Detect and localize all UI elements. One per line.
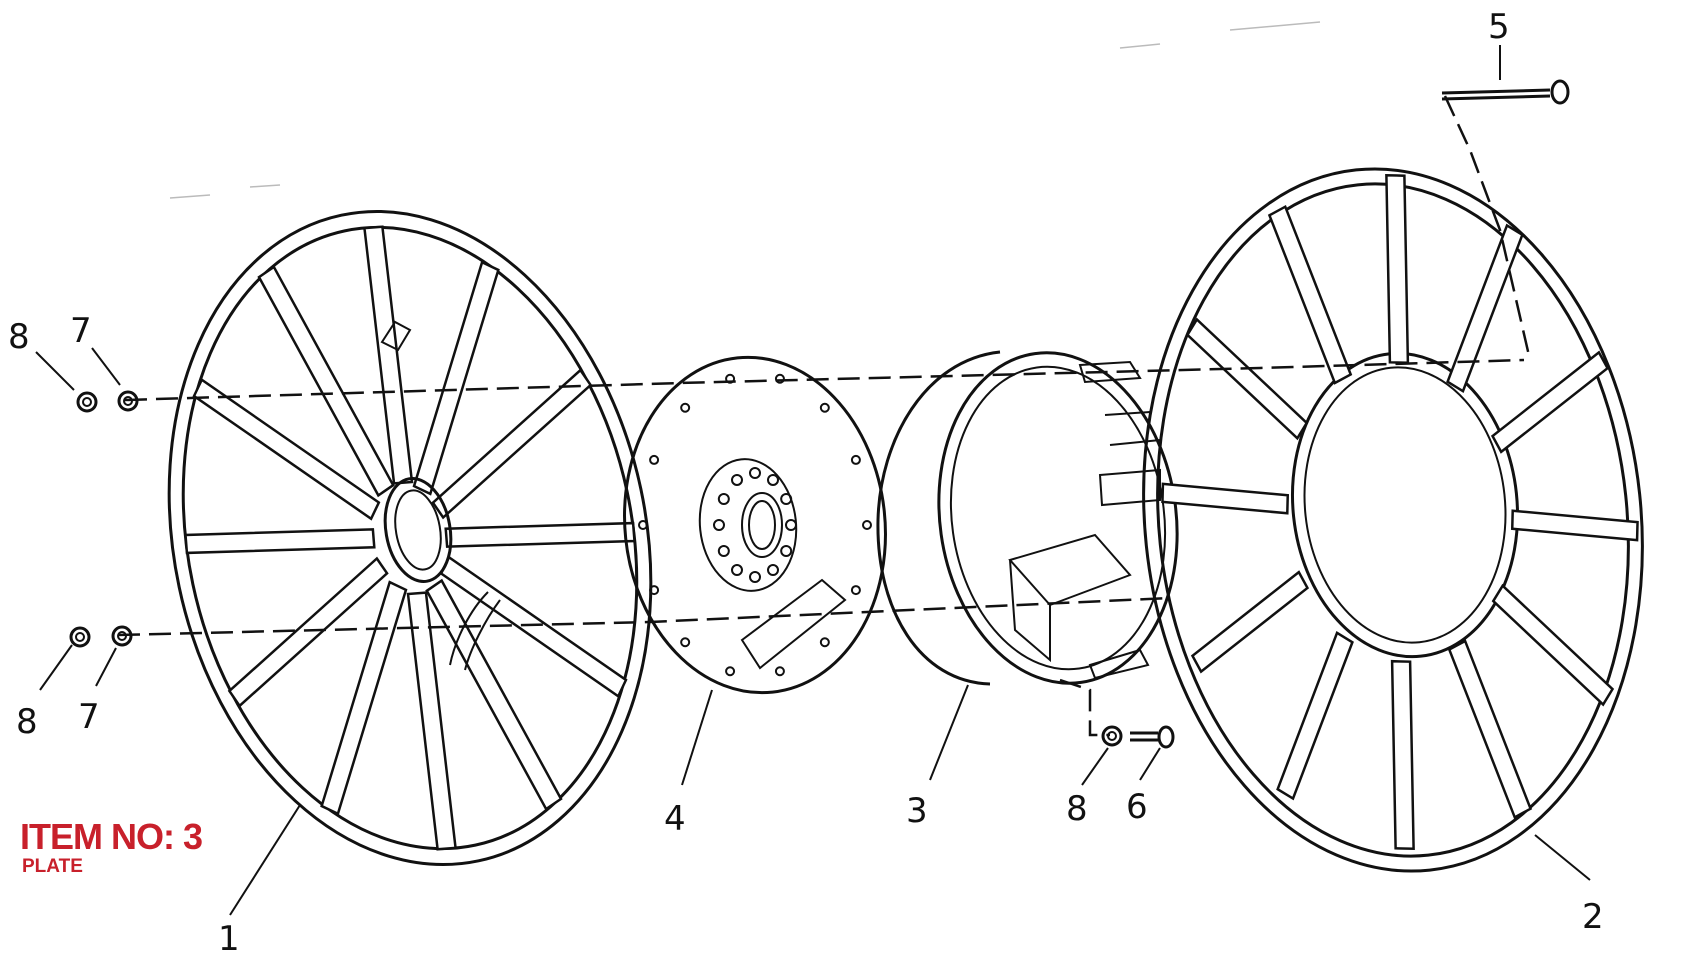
item-name-label: PLATE: [22, 856, 83, 877]
callout-8-bottom: 8: [16, 702, 38, 742]
left-spoke-6: [227, 556, 389, 708]
scan-marks: [169, 21, 1321, 199]
right-wheel-spokes: [1161, 173, 1639, 851]
plate-hub-hole: [749, 467, 761, 479]
right-spoke-3: [1447, 639, 1533, 820]
plate-disc: [623, 355, 887, 695]
callout-8-top: 8: [8, 317, 30, 357]
left-wheel-spokes: [184, 225, 636, 851]
plate-outer-hole: [638, 520, 648, 530]
left-spoke-7: [184, 528, 376, 555]
plate-outer-hole: [774, 373, 785, 384]
right-spoke-2: [1491, 583, 1615, 707]
plate-outer-hole: [819, 402, 830, 413]
plate-hub-hole: [717, 493, 730, 505]
plate-outer-hole: [819, 637, 830, 648]
plate-outer-hole: [680, 402, 691, 413]
washer-right: [1101, 725, 1123, 747]
callout-7-top: 7: [70, 311, 92, 351]
plate-bolt-holes: [638, 373, 872, 677]
plate-hub-hole: [713, 519, 725, 531]
right-spoke-8: [1185, 317, 1309, 441]
right-spoke-10: [1385, 173, 1410, 365]
callout-6: 6: [1126, 787, 1148, 827]
left-spoke-12: [431, 368, 593, 520]
assembly-lines: [117, 95, 1532, 737]
hardware: [69, 79, 1570, 749]
nut-top-left: [76, 391, 98, 413]
right-spoke-1: [1510, 509, 1639, 542]
callout-4: 4: [664, 799, 686, 839]
left-spoke-3: [425, 578, 563, 811]
plate-hub-hole: [767, 473, 779, 486]
plate-hub-hole: [731, 473, 743, 486]
plate-hub-hole: [780, 493, 793, 505]
plate-outer-hole: [774, 666, 785, 677]
right-spoke-7: [1161, 482, 1290, 515]
washer-bottom-left: [111, 625, 133, 647]
plate-hub-hole: [717, 545, 730, 557]
right-spoke-5: [1276, 631, 1354, 801]
leader-lines: [35, 45, 1591, 916]
left-spoke-9: [257, 265, 395, 498]
washer-top-left: [117, 390, 139, 412]
callout-2: 2: [1582, 897, 1604, 937]
left-spoke-11: [412, 260, 500, 496]
right-spoke-9: [1267, 204, 1353, 385]
bolt-top-right: [1441, 79, 1570, 105]
plate-outer-hole: [649, 585, 660, 596]
right-spoke-11: [1446, 223, 1524, 393]
plate-hub-hole: [767, 564, 779, 577]
plate-outer-hole: [850, 585, 861, 596]
pin-right: [1130, 725, 1175, 749]
drum-barrel: [876, 350, 1179, 686]
left-spoke-4: [406, 591, 457, 851]
plate-hub-hole: [749, 571, 761, 583]
right-flange-wheel: [1142, 167, 1644, 873]
right-spoke-4: [1390, 659, 1415, 851]
right-spoke-6: [1190, 570, 1310, 674]
left-spoke-5: [320, 580, 408, 816]
callout-1: 1: [218, 919, 240, 959]
callout-8-right: 8: [1066, 789, 1088, 829]
plate-outer-hole: [725, 666, 736, 677]
plate-outer-hole: [680, 637, 691, 648]
right-spoke-12: [1490, 350, 1610, 454]
plate-hub-hole: [780, 545, 793, 557]
left-flange-wheel: [167, 210, 653, 866]
callout-5: 5: [1488, 7, 1510, 47]
plate-outer-hole: [850, 454, 861, 465]
left-spoke-8: [192, 377, 381, 521]
callout-3: 3: [906, 791, 928, 831]
callout-7-bottom: 7: [78, 697, 100, 737]
plate-hub-hole: [785, 519, 797, 531]
plate-hub-hole: [731, 564, 743, 577]
nut-bottom-left: [69, 626, 91, 648]
plate-outer-hole: [649, 454, 660, 465]
plate-outer-hole: [862, 520, 872, 530]
item-number-label: ITEM NO: 3: [20, 816, 203, 857]
left-spoke-1: [444, 521, 636, 548]
